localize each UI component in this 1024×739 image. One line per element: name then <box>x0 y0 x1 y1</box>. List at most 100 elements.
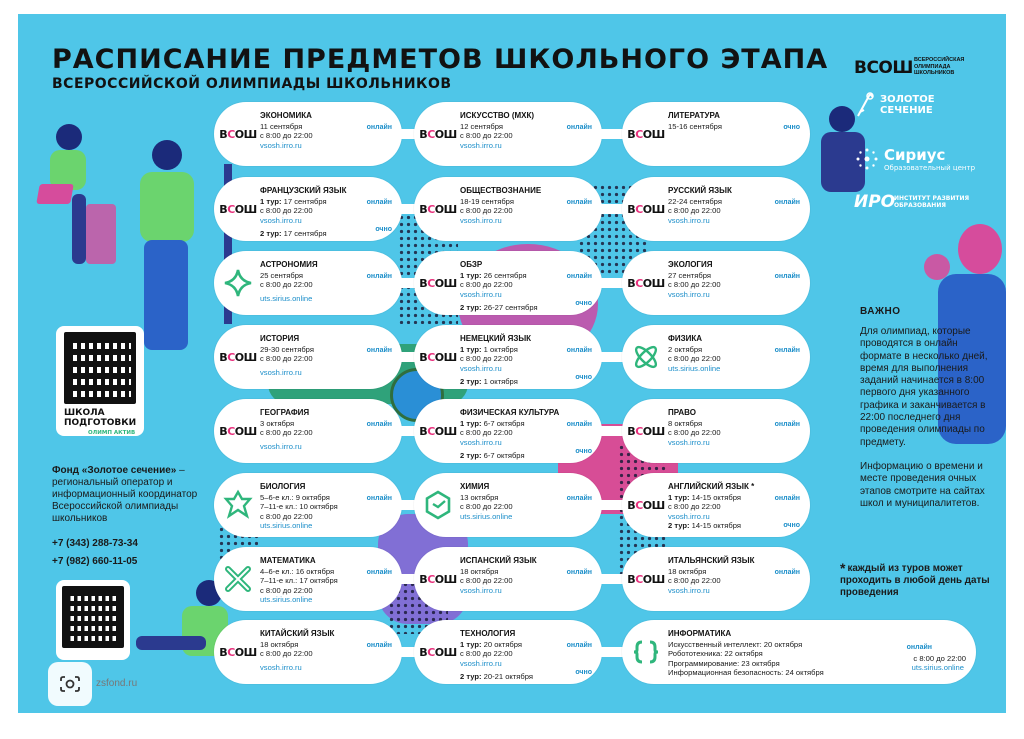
subject-card-informatics[interactable]: ИНФОРМАТИКА Искусственный интеллект: 20 … <box>622 620 976 684</box>
qr-fund-card <box>56 580 130 660</box>
footnote: *каждый из туров может проходить в любой… <box>840 561 1000 599</box>
subject-date-line: с 8:00 до 22:00 <box>460 576 513 586</box>
subject-date-line: 18-19 сентября <box>460 197 514 206</box>
subject-date-line: с 8:00 до 22:00 <box>460 354 513 364</box>
subject-site-link[interactable]: vsosh.irro.ru <box>460 215 502 225</box>
iro-caption: ИНСТИТУТ РАЗВИТИЯ ОБРАЗОВАНИЯ <box>894 195 970 209</box>
subject-site-link[interactable]: vsosh.irro.ru <box>460 437 502 447</box>
subject-name: НЕМЕЦКИЙ ЯЗЫК <box>460 334 532 343</box>
subject-date-line: 25 сентября <box>260 271 303 280</box>
subject-site-link[interactable]: vsosh.irro.ru <box>460 140 502 150</box>
subject-date-line: 11 сентября <box>260 122 303 131</box>
subject-site-link[interactable]: vsosh.irro.ru <box>668 289 710 299</box>
tour-label: 2 тур: <box>668 521 690 531</box>
subject-date-line: 1 тур: 6-7 октября <box>460 419 525 428</box>
subject-name: ПРАВО <box>668 408 696 417</box>
subject-name: ФИЗИКА <box>668 334 702 343</box>
subject-site-link[interactable]: vsosh.irro.ru <box>260 441 302 451</box>
subject-site-link[interactable]: vsosh.irro.ru <box>668 437 710 447</box>
subject-site-link[interactable]: uts.sirius.online <box>260 293 313 303</box>
qr-school-card: ШКОЛА ПОДГОТОВКИ ОЛИМП АКТИВ <box>56 326 144 436</box>
subject-site-link[interactable]: vsosh.irro.ru <box>260 140 302 150</box>
mode-badge: онлайн <box>566 642 592 649</box>
phone-2[interactable]: +7 (982) 660-11-05 <box>52 556 138 567</box>
mode-badge: онлайн <box>366 642 392 649</box>
footer-site[interactable]: zsfond.ru <box>96 678 138 689</box>
qr-code-school[interactable] <box>64 332 136 404</box>
informatics-time: с 8:00 до 22:00 <box>913 654 966 663</box>
qr-code-fund[interactable] <box>62 586 124 648</box>
subject-site-link[interactable]: uts.sirius.online <box>460 511 513 521</box>
tour-label: 2 тур: <box>260 229 282 239</box>
mode-badge: онлайн <box>566 495 592 502</box>
subject-site-link[interactable]: uts.sirius.online <box>260 595 313 605</box>
subject-site-link[interactable]: vsosh.irro.ru <box>260 367 302 377</box>
subject-date-line: 12 сентября <box>460 122 503 131</box>
subject-details: Искусственный интеллект: 20 октября Робо… <box>668 640 824 678</box>
mode-badge: онлайн <box>774 569 800 576</box>
subject-site-link[interactable]: uts.sirius.online <box>668 363 721 373</box>
subject-site-link[interactable]: vsosh.irro.ru <box>260 215 302 225</box>
lens-button[interactable] <box>48 662 92 706</box>
subject-site-link[interactable]: vsosh.irro.ru <box>668 585 710 595</box>
subject-date-line: с 8:00 до 22:00 <box>260 585 313 595</box>
subject-name: ЛИТЕРАТУРА <box>668 111 720 120</box>
subject-site-link[interactable]: vsosh.irro.ru <box>460 658 502 668</box>
mode-badge: онлайн <box>366 347 392 354</box>
card-connector <box>594 500 630 510</box>
subject-site-link[interactable]: vsosh.irro.ru <box>668 215 710 225</box>
mode-badge-second: очно <box>575 448 592 455</box>
subject-date-line: с 8:00 до 22:00 <box>260 131 313 141</box>
subject-site-link[interactable]: vsosh.irro.ru <box>460 585 502 595</box>
subject-site-link[interactable]: vsosh.irro.ru <box>460 363 502 373</box>
subject-date-line: с 8:00 до 22:00 <box>260 354 313 364</box>
mode-badge: онлайн <box>366 199 392 206</box>
card-connector <box>594 129 630 139</box>
subject-name: ИСТОРИЯ <box>260 334 300 343</box>
sirius-logo: Сириус Образовательный центр <box>854 144 994 176</box>
subject-date-line: 2 октября <box>668 345 703 354</box>
subject-site-link[interactable]: uts.sirius.online <box>260 521 313 531</box>
subject-date-line: с 8:00 до 22:00 <box>668 502 721 512</box>
subject-site-link[interactable]: vsosh.irro.ru <box>260 662 302 672</box>
vsosh-logo: ВСОШ <box>854 58 913 78</box>
school-line-3: ОЛИМП АКТИВ <box>88 430 136 436</box>
subject-name: ОБЗР <box>460 260 483 269</box>
subject-site-link[interactable]: vsosh.irro.ru <box>460 289 502 299</box>
braces-icon <box>633 640 659 664</box>
subject-site-link[interactable]: vsosh.irro.ru <box>668 511 710 521</box>
phone-1[interactable]: +7 (343) 288-73-34 <box>52 538 138 549</box>
tour-label: 2 тур: <box>460 377 482 387</box>
mode-badge: онлайн <box>366 273 392 280</box>
